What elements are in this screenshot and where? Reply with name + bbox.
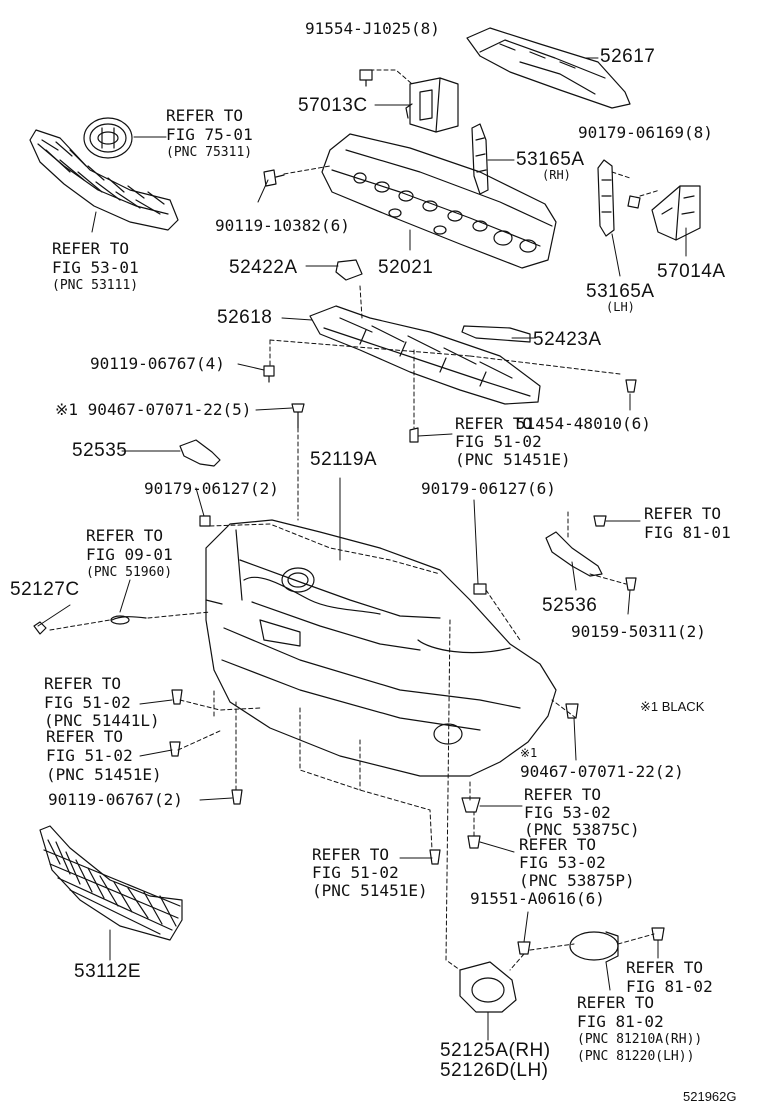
label-52119a: 52119A [310,449,378,470]
bracket-57013c [405,77,459,133]
label-90119-10382: 90119-10382(6) [215,216,350,235]
label-lh: (LH) [606,300,635,314]
label-90179-06127-6: 90179-06127(6) [421,479,556,498]
bracket-52536 [545,531,603,577]
bracket-53165a-lh [597,159,615,237]
bracket-52422a [335,259,363,281]
label-refer-8102b-a: REFER TO [577,993,655,1012]
bracket-52535 [179,439,221,467]
label-53165a-lh: 53165A [586,281,655,302]
label-refer-0901-a: REFER TO [86,526,164,545]
label-refer-5301-c: (PNC 53111) [52,278,139,293]
label-51454: 51454-48010(6) [516,414,651,433]
label-90179-06169: 90179-06169(8) [578,123,713,142]
upper-reinforcement-52617 [466,27,631,109]
label-refer-7501-a: REFER TO [166,106,244,125]
label-90159: 90159-50311(2) [571,622,706,641]
bracket-53165a-rh [471,123,489,195]
label-refer-5302b-c: (PNC 53875P) [519,871,635,890]
bracket-57014a [651,185,701,241]
label-52535: 52535 [72,440,128,461]
label-refer-7501-c: (PNC 75311) [166,145,253,160]
label-52618: 52618 [217,307,273,328]
label-refer-5102a-c: (PNC 51451E) [455,450,571,469]
label-refer-5102a-b: FIG 51-02 [455,432,542,451]
label-52127c: 52127C [10,579,80,600]
label-note-1: ※1 [520,746,538,760]
upper-grille [29,129,179,231]
label-refer-8101-a: REFER TO [644,504,722,523]
label-refer-8102b-c: (PNC 81210A(RH)) [577,1032,703,1047]
label-refer-5102c-a: REFER TO [46,727,124,746]
label-52423a: 52423A [533,329,602,350]
label-refer-5302b-b: FIG 53-02 [519,853,606,872]
label-52422a: 52422A [229,257,298,278]
label-52021: 52021 [378,257,434,278]
label-57014a: 57014A [657,261,726,282]
label-refer-5102b-b: FIG 51-02 [44,693,131,712]
fasteners [169,69,665,955]
label-refer-5301-b: FIG 53-01 [52,258,139,277]
label-refer-5302a-a: REFER TO [524,785,602,804]
lower-cover-52618 [309,305,541,405]
label-90119-06767-4: 90119-06767(4) [90,354,225,373]
label-refer-8102a-a: REFER TO [626,958,704,977]
label-52617: 52617 [600,46,656,67]
label-90119-06767-2: 90119-06767(2) [48,790,183,809]
label-refer-5302a-c: (PNC 53875C) [524,820,640,839]
label-refer-8102b-b: FIG 81-02 [577,1012,664,1031]
label-52126d: 52126D(LH) [440,1060,549,1081]
fog-bezel-52125a [459,961,517,1013]
label-refer-5102d-c: (PNC 51451E) [312,881,428,900]
label-53112e: 53112E [74,961,142,982]
label-refer-5102b-c: (PNC 51441L) [44,711,160,730]
label-refer-5102d-a: REFER TO [312,845,390,864]
label-57013c: 57013C [298,95,368,116]
lower-grille-53112e [39,825,183,941]
label-90179-06127-2: 90179-06127(2) [144,479,279,498]
label-90467-2: 90467-07071-22(2) [520,762,684,781]
label-53165a-rh: 53165A [516,149,585,170]
label-black-note: ※1 BLACK [640,699,705,714]
bracket-52423a [461,325,531,343]
emblem [83,117,133,159]
label-refer-5302b-a: REFER TO [519,835,597,854]
label-91554: 91554-J1025(8) [305,19,440,38]
label-refer-5301-a: REFER TO [52,239,130,258]
wire-52127c [33,615,147,635]
label-refer-5102c-b: FIG 51-02 [46,746,133,765]
label-refer-5102b-a: REFER TO [44,674,122,693]
label-52125a: 52125A(RH) [440,1040,551,1061]
fog-lamp [569,931,619,963]
figure-id: 521962G [683,1089,737,1104]
label-90467-5: ※1 90467-07071-22(5) [55,400,252,419]
label-refer-5102d-b: FIG 51-02 [312,863,399,882]
bumper-reinforcement-52021 [321,133,557,269]
label-refer-0901-b: FIG 09-01 [86,545,173,564]
label-52536: 52536 [542,595,598,616]
label-refer-8102b-d: (PNC 81220(LH)) [577,1049,695,1064]
label-rh: (RH) [542,168,571,182]
label-refer-7501-b: FIG 75-01 [166,125,253,144]
leader-lines [37,57,687,1041]
label-refer-5302a-b: FIG 53-02 [524,803,611,822]
label-91551: 91551-A0616(6) [470,889,605,908]
label-refer-5102a-a: REFER TO [455,414,533,433]
label-refer-5102c-c: (PNC 51451E) [46,765,162,784]
label-refer-8101-b: FIG 81-01 [644,523,731,542]
label-refer-8102a-b: FIG 81-02 [626,977,713,996]
label-refer-0901-c: (PNC 51960) [86,565,173,580]
assembly-lines [49,69,661,971]
